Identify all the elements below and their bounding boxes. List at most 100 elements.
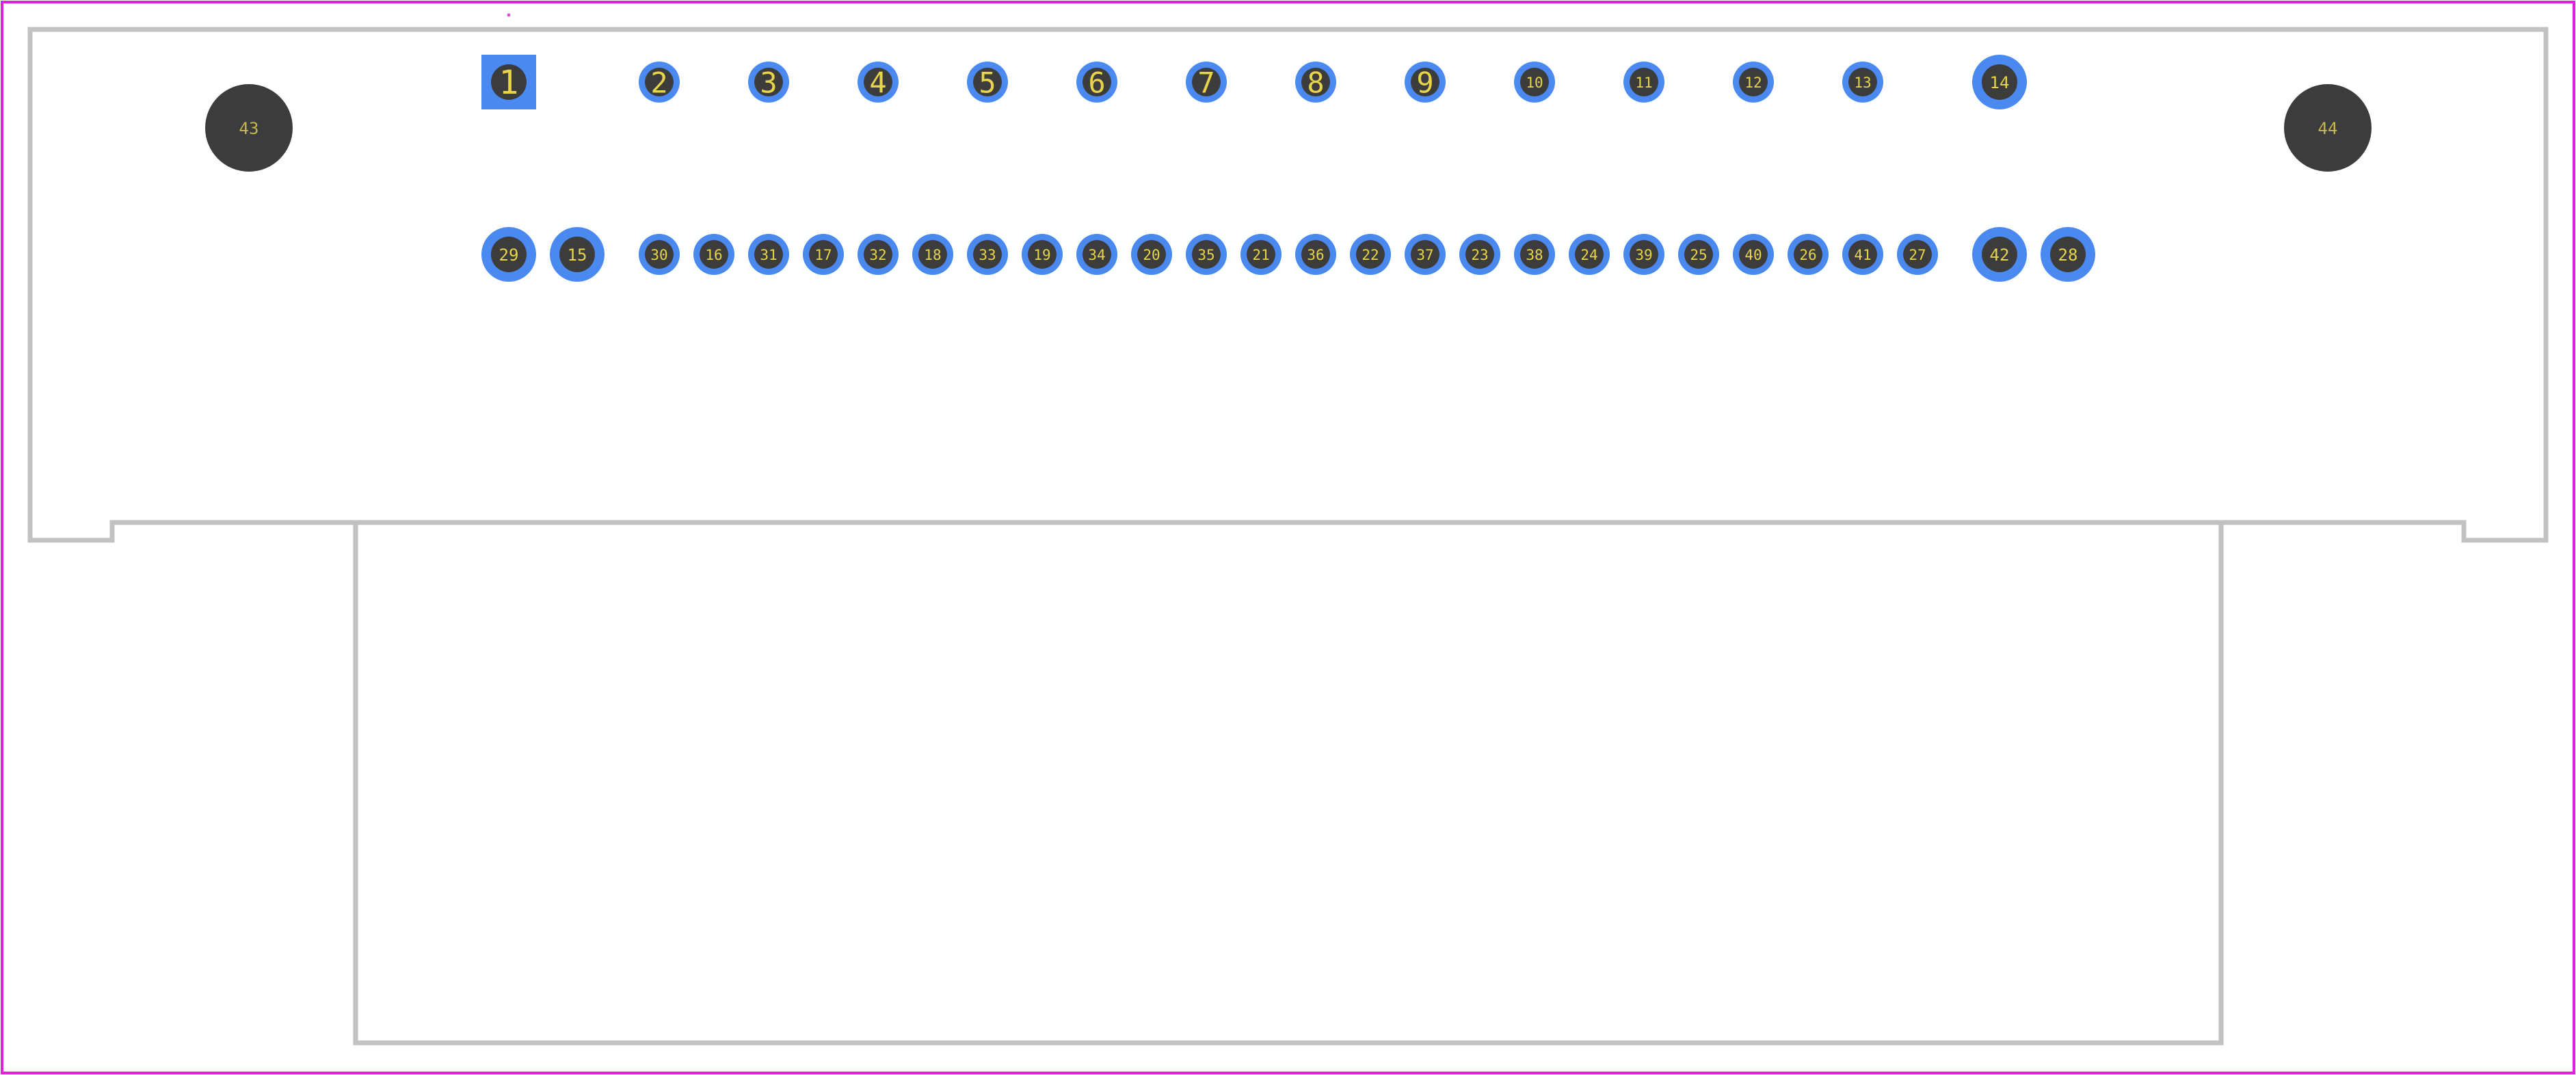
pad-drill-hole xyxy=(645,68,674,96)
pad-10[interactable]: 10 xyxy=(1514,62,1555,103)
pad-drill-hole xyxy=(1794,240,1822,269)
pad-label: 16 xyxy=(705,247,722,263)
pad-drill-hole xyxy=(645,240,674,269)
pad-34[interactable]: 34 xyxy=(1076,234,1117,275)
pad-label: 24 xyxy=(1580,247,1597,263)
pad-1[interactable]: 1 xyxy=(481,55,536,109)
pad-32[interactable]: 32 xyxy=(858,234,899,275)
pad-drill-hole xyxy=(973,68,1002,96)
pad-drill-hole xyxy=(1137,240,1166,269)
pad-29[interactable]: 29 xyxy=(481,227,536,282)
pad-12[interactable]: 12 xyxy=(1733,62,1774,103)
mounting-holes-layer: 43 44 xyxy=(205,84,2372,172)
pad-label: 33 xyxy=(979,247,996,263)
pad-label: 41 xyxy=(1854,247,1871,263)
pad-18[interactable]: 18 xyxy=(912,234,953,275)
pad-9[interactable]: 9 xyxy=(1405,62,1446,103)
pad-4[interactable]: 4 xyxy=(858,62,899,103)
pad-27[interactable]: 27 xyxy=(1897,234,1938,275)
pad-label: 28 xyxy=(2058,245,2078,265)
pad-14[interactable]: 14 xyxy=(1972,55,2027,109)
mounting-hole-44[interactable]: 44 xyxy=(2284,84,2372,172)
pad-7[interactable]: 7 xyxy=(1186,62,1227,103)
pad-label: 21 xyxy=(1252,247,1269,263)
pad-drill-hole xyxy=(1903,240,1932,269)
pad-drill-hole xyxy=(754,240,783,269)
pad-drill-hole xyxy=(1520,240,1549,269)
pad-drill-hole xyxy=(1630,68,1658,96)
pad-label: 39 xyxy=(1635,247,1652,263)
pad-label: 34 xyxy=(1088,247,1105,263)
pad-drill-hole xyxy=(1192,68,1221,96)
pad-label: 6 xyxy=(1088,66,1105,100)
pad-30[interactable]: 30 xyxy=(639,234,680,275)
pad-2[interactable]: 2 xyxy=(639,62,680,103)
pad-24[interactable]: 24 xyxy=(1569,234,1610,275)
mounting-hole-label: 44 xyxy=(2318,119,2338,138)
pad-drill-hole xyxy=(1301,240,1330,269)
pad-drill-hole xyxy=(1739,240,1768,269)
pad-label: 20 xyxy=(1143,247,1160,263)
pad-39[interactable]: 39 xyxy=(1623,234,1664,275)
pad-drill-hole xyxy=(1630,240,1658,269)
pad-25[interactable]: 25 xyxy=(1678,234,1719,275)
pad-label: 4 xyxy=(869,66,886,100)
pad-42[interactable]: 42 xyxy=(1972,227,2027,282)
pad-label: 23 xyxy=(1471,247,1488,263)
pad-20[interactable]: 20 xyxy=(1131,234,1172,275)
pad-37[interactable]: 37 xyxy=(1405,234,1446,275)
pad-drill-hole xyxy=(1848,68,1877,96)
pad-label: 27 xyxy=(1909,247,1926,263)
pad-23[interactable]: 23 xyxy=(1459,234,1500,275)
pad-3[interactable]: 3 xyxy=(748,62,789,103)
pad-label: 26 xyxy=(1799,247,1816,263)
pad-label: 7 xyxy=(1197,66,1214,100)
pad-drill-hole xyxy=(1575,240,1604,269)
pad-drill-hole xyxy=(1192,240,1221,269)
pad-35[interactable]: 35 xyxy=(1186,234,1227,275)
pad-22[interactable]: 22 xyxy=(1350,234,1391,275)
pad-label: 31 xyxy=(760,247,777,263)
pad-drill-hole xyxy=(864,68,892,96)
pad-5[interactable]: 5 xyxy=(967,62,1008,103)
pad-15[interactable]: 15 xyxy=(550,227,605,282)
pad-label: 38 xyxy=(1526,247,1543,263)
connector-plug-outline xyxy=(353,522,2224,1046)
pad-17[interactable]: 17 xyxy=(803,234,844,275)
pad-19[interactable]: 19 xyxy=(1022,234,1063,275)
pad-21[interactable]: 21 xyxy=(1240,234,1282,275)
pad-drill-hole xyxy=(1848,240,1877,269)
pad-drill-hole xyxy=(809,240,838,269)
pad-label: 10 xyxy=(1526,75,1543,91)
pad-label: 29 xyxy=(499,245,519,265)
mounting-hole-43[interactable]: 43 xyxy=(205,84,293,172)
pad-31[interactable]: 31 xyxy=(748,234,789,275)
pad-drill-hole xyxy=(1411,68,1439,96)
pad-33[interactable]: 33 xyxy=(967,234,1008,275)
pad-drill-hole xyxy=(1520,68,1549,96)
pad-drill-hole xyxy=(1982,237,2017,272)
pad-drill-hole xyxy=(973,240,1002,269)
pad-label: 5 xyxy=(979,66,996,100)
pad-11[interactable]: 11 xyxy=(1623,62,1664,103)
pad-28[interactable]: 28 xyxy=(2041,227,2095,282)
pad-label: 13 xyxy=(1854,75,1871,91)
pad-drill-hole xyxy=(918,240,947,269)
pad-26[interactable]: 26 xyxy=(1788,234,1829,275)
pad-36[interactable]: 36 xyxy=(1295,234,1336,275)
pad-drill-hole xyxy=(559,237,595,272)
pad-6[interactable]: 6 xyxy=(1076,62,1117,103)
pad-drill-hole xyxy=(1083,240,1111,269)
pad-drill-hole xyxy=(1982,64,2017,100)
mounting-hole-drill xyxy=(2284,84,2372,172)
pad-8[interactable]: 8 xyxy=(1295,62,1336,103)
pad-38[interactable]: 38 xyxy=(1514,234,1555,275)
pad-drill-hole xyxy=(1684,240,1713,269)
pad-41[interactable]: 41 xyxy=(1842,234,1883,275)
pad-label: 18 xyxy=(924,247,941,263)
pad-label: 36 xyxy=(1307,247,1324,263)
pad-16[interactable]: 16 xyxy=(693,234,734,275)
pin-one-marker xyxy=(507,13,511,17)
pad-13[interactable]: 13 xyxy=(1842,62,1883,103)
pad-40[interactable]: 40 xyxy=(1733,234,1774,275)
